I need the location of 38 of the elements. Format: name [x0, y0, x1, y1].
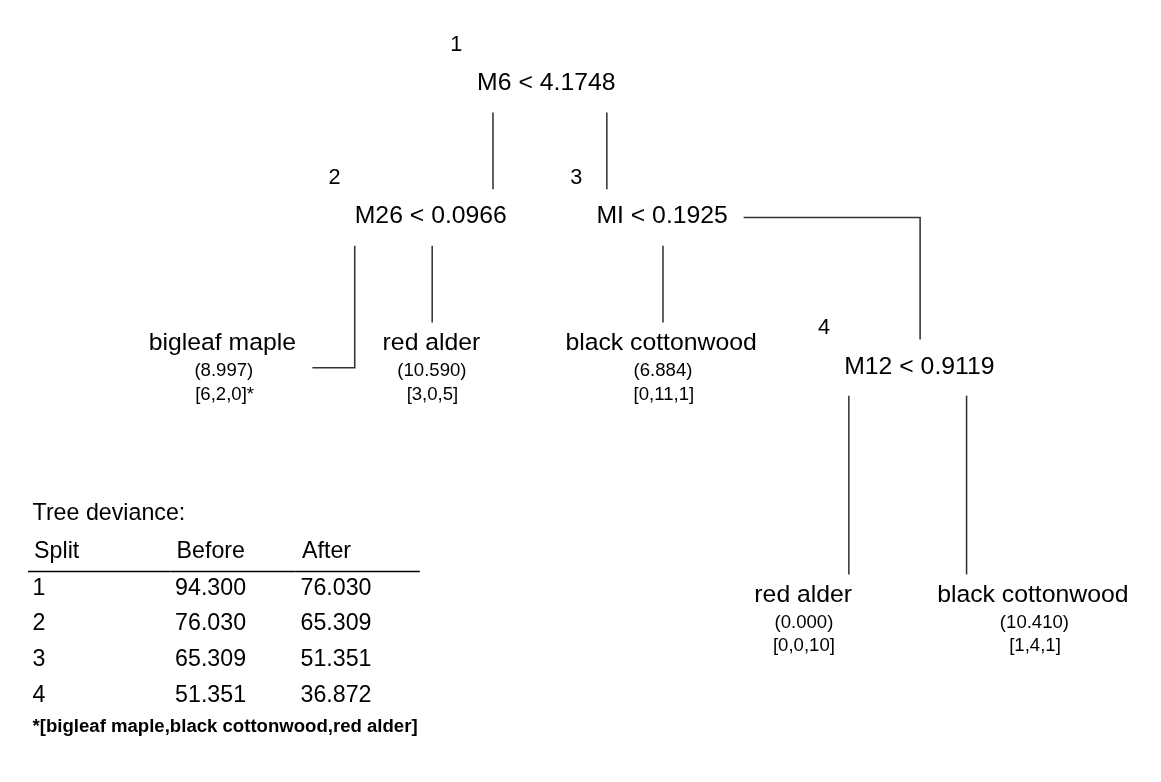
- label: After: [302, 536, 352, 563]
- node-label: 1: [450, 30, 463, 56]
- node-label: 3: [570, 163, 583, 189]
- connector: [848, 394, 850, 576]
- label: 4: [32, 680, 46, 707]
- node-text: MI < 0.1925: [596, 201, 728, 229]
- label: 65.309: [300, 609, 372, 636]
- node-label: 4: [818, 314, 831, 339]
- label: 3: [32, 644, 46, 671]
- label: 65.309: [175, 644, 247, 671]
- label: 51.351: [175, 680, 247, 707]
- label: 76.030: [175, 609, 247, 636]
- node-text: M6 < 4.1748: [477, 68, 616, 96]
- node-text: red alder (10.590) [3,0,5]: [382, 328, 481, 404]
- label: Split: [34, 536, 80, 563]
- node-text: bigleaf maple (8.997) [6,2,0]*: [148, 328, 297, 404]
- label: Tree deviance:: [32, 499, 186, 526]
- node-label: 2: [328, 163, 341, 189]
- label: 2: [32, 609, 46, 636]
- connector: [431, 245, 433, 324]
- node-text: M26 < 0.0966: [354, 201, 507, 229]
- label: Before: [176, 536, 246, 563]
- label: 76.030: [300, 573, 372, 600]
- node-text: black cottonwood (6.884) [0,11,1]: [565, 328, 757, 404]
- label: 1: [32, 573, 46, 600]
- label: 94.300: [175, 573, 247, 600]
- node-text: M12 < 0.9119: [844, 351, 995, 379]
- label: 36.872: [300, 680, 372, 707]
- connector: [311, 245, 356, 369]
- connector: [742, 216, 921, 341]
- label: 51.351: [300, 644, 372, 671]
- label: *[bigleaf maple,black cottonwood,red alder]: [32, 714, 418, 736]
- node-text: black cottonwood (10.410) [1,4,1]: [937, 580, 1129, 656]
- connector: [492, 111, 494, 191]
- connector: [965, 394, 968, 576]
- connector: [606, 111, 608, 191]
- connector: [662, 245, 664, 324]
- node-text: red alder (0.000) [0,0,10]: [754, 580, 853, 656]
